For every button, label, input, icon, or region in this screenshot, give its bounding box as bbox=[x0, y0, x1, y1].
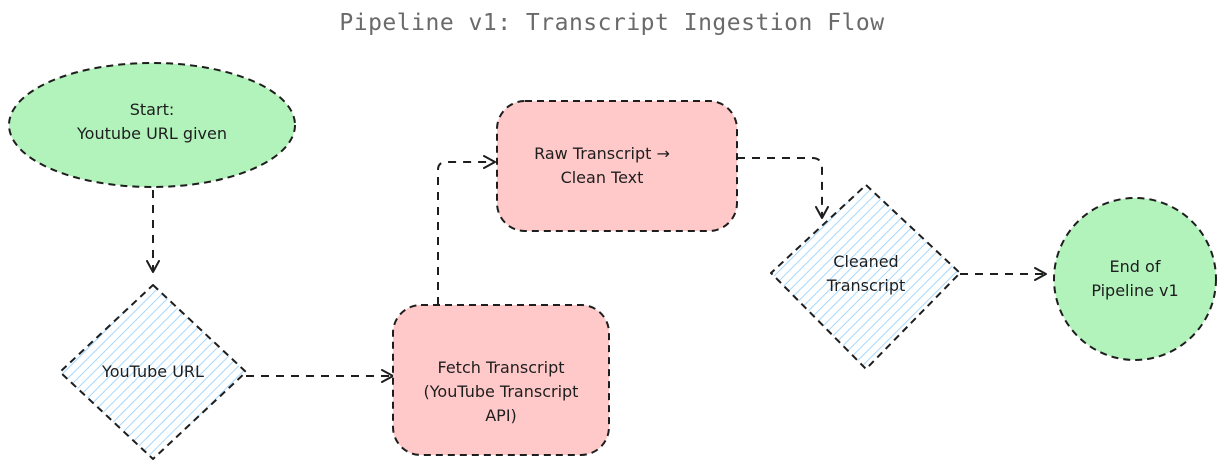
youtube-url-decision-node bbox=[59, 284, 247, 460]
cleaned-transcript-label-line1: Cleaned bbox=[833, 252, 899, 271]
cleaned-transcript-label: Cleaned Transcript bbox=[786, 250, 946, 298]
fetch-transcript-label-line3: API) bbox=[485, 406, 517, 425]
clean-text-label-line2: Clean Text bbox=[560, 168, 644, 187]
fetch-transcript-node bbox=[392, 304, 610, 456]
youtube-url-label: YouTube URL bbox=[73, 360, 233, 384]
start-node-label: Start: Youtube URL given bbox=[32, 98, 272, 146]
end-node-label-line2: Pipeline v1 bbox=[1091, 281, 1179, 300]
start-node bbox=[8, 62, 296, 188]
edge-fetch-to-clean bbox=[437, 155, 496, 305]
clean-text-label: Raw Transcript → Clean Text bbox=[497, 142, 707, 190]
clean-text-node bbox=[496, 100, 738, 232]
cleaned-transcript-decision-node bbox=[770, 184, 961, 370]
fetch-transcript-label: Fetch Transcript (YouTube Transcript API… bbox=[393, 356, 609, 428]
youtube-url-label-line1: YouTube URL bbox=[102, 362, 204, 381]
fetch-transcript-label-line1: Fetch Transcript bbox=[437, 358, 565, 377]
start-node-label-line1: Start: bbox=[129, 100, 175, 119]
diagram-title: Pipeline v1: Transcript Ingestion Flow bbox=[339, 10, 885, 36]
end-node-label-line1: End of bbox=[1109, 257, 1161, 276]
end-node bbox=[1053, 197, 1217, 361]
clean-text-label-line1: Raw Transcript → bbox=[534, 144, 670, 163]
edge-clean-to-cleaned bbox=[737, 157, 829, 219]
end-node-label: End of Pipeline v1 bbox=[1065, 255, 1205, 303]
fetch-transcript-label-line2: (YouTube Transcript bbox=[423, 382, 579, 401]
start-node-label-line2: Youtube URL given bbox=[77, 124, 227, 143]
cleaned-transcript-label-line2: Transcript bbox=[826, 276, 906, 295]
